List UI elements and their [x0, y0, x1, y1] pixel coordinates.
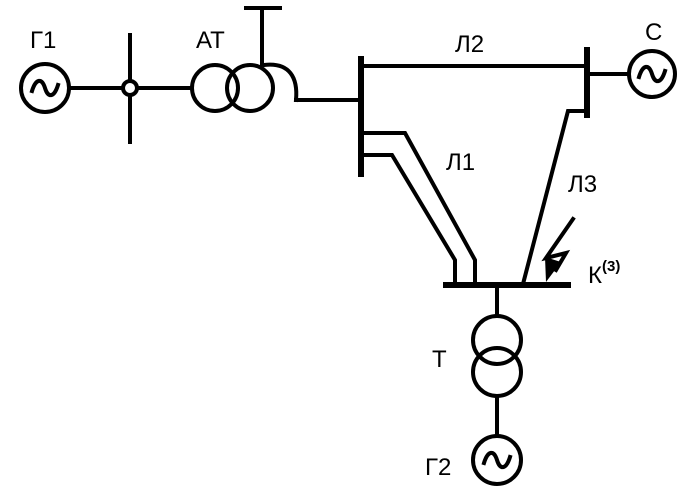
junction-node: [121, 79, 139, 97]
sine-wave-icon: [29, 78, 61, 98]
line-l1-circuit-2[interactable]: [359, 153, 457, 286]
autotransformer-primary-winding: [190, 63, 240, 113]
line-l3[interactable]: [520, 109, 589, 287]
transformer-t-label: Т: [432, 346, 447, 373]
system-c-circle: [627, 49, 677, 99]
autotransformer-icon: [261, 62, 299, 103]
autotransformer-secondary-winding: [225, 63, 275, 113]
generator-g2-circle: [471, 434, 523, 486]
generator-g1[interactable]: [19, 62, 71, 114]
transformer-t[interactable]: [471, 314, 523, 398]
generator-g2-label: Г2: [425, 454, 451, 481]
generator-g1-label: Г1: [30, 27, 56, 54]
line-l2-label: Л2: [455, 31, 484, 58]
sine-wave-icon: [481, 450, 513, 470]
fault-label: К(3): [588, 258, 620, 289]
autotransformer-at[interactable]: [190, 6, 299, 113]
transformer-t-secondary-winding: [471, 346, 523, 398]
transformer-t-primary-winding: [471, 314, 523, 366]
generator-g2[interactable]: [471, 434, 523, 486]
system-c[interactable]: [627, 49, 677, 99]
line-l3-label: Л3: [568, 171, 597, 198]
line-l1-circuit-1[interactable]: [359, 131, 477, 286]
sine-wave-icon: [636, 64, 668, 84]
autotransformer-label: АТ: [196, 27, 225, 54]
fault-k3[interactable]: [541, 216, 576, 282]
lightning-arrow-icon: [541, 216, 576, 273]
fault-arrowhead: [545, 257, 561, 282]
line-l1-label: Л1: [446, 149, 475, 176]
system-c-label: С: [645, 19, 662, 46]
